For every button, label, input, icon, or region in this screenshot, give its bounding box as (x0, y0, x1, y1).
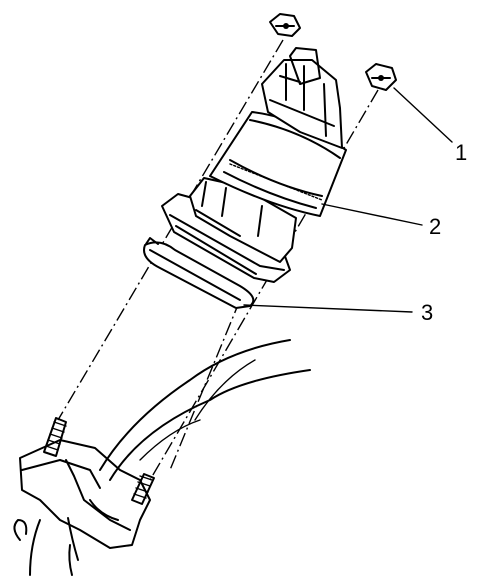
electrical-connector (261, 47, 343, 149)
intake-manifold-base (13, 339, 311, 576)
callout-3-label: 3 (421, 300, 433, 325)
egr-valve-flange (161, 193, 291, 283)
callout-leaders (243, 87, 453, 313)
callout-2-label: 2 (429, 214, 441, 239)
egr-valve-body (189, 177, 297, 263)
mounting-stud-right (131, 473, 155, 505)
nut-left (269, 13, 301, 37)
nut-right (365, 63, 397, 91)
callout-labels: 1 2 3 (421, 140, 467, 325)
egr-valve-solenoid (209, 111, 347, 217)
callout-1-label: 1 (455, 140, 467, 165)
mounting-stud-left (43, 417, 67, 457)
egr-gasket (143, 237, 255, 309)
